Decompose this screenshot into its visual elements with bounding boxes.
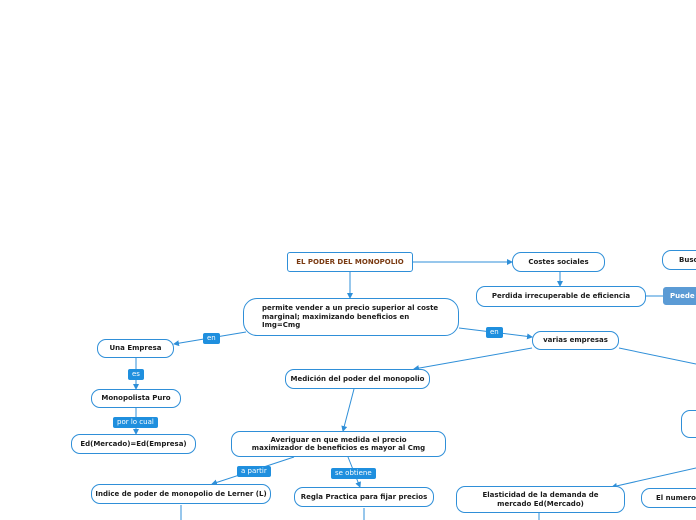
node-right-partial[interactable] (681, 410, 696, 438)
label-se-obtiene: se obtiene (331, 468, 376, 479)
node-costes-sociales[interactable]: Costes sociales (512, 252, 605, 272)
node-una-empresa[interactable]: Una Empresa (97, 339, 174, 358)
label-por-lo-cual: por lo cual (113, 417, 158, 428)
label-es: es (128, 369, 144, 380)
node-medicion[interactable]: Medición del poder del monopolio (285, 369, 430, 389)
node-lerner[interactable]: Indice de poder de monopolio de Lerner (… (91, 484, 271, 504)
edge-varias-right (618, 347, 696, 365)
label-en-right: en (486, 327, 503, 338)
node-regla[interactable]: Regla Practica para fijar precios (294, 487, 434, 507)
node-monopolista-puro[interactable]: Monopolista Puro (91, 389, 181, 408)
node-numero[interactable]: El numero de (641, 488, 696, 508)
node-elasticidad[interactable]: Elasticidad de la demanda de mercado Ed(… (456, 486, 625, 513)
node-permite[interactable]: permite vender a un precio superior al c… (243, 298, 459, 336)
node-root[interactable]: EL PODER DEL MONOPOLIO (287, 252, 413, 272)
node-busc[interactable]: Busc (662, 250, 696, 270)
edge-varias-medicion (413, 347, 533, 372)
label-en-left: en (203, 333, 220, 344)
node-ed-mercado[interactable]: Ed(Mercado)=Ed(Empresa) (71, 434, 196, 454)
edge-medicion-averiguar (341, 388, 355, 432)
node-varias-empresas[interactable]: varias empresas (532, 331, 619, 350)
node-averiguar[interactable]: Averiguar en que medida el precio maximi… (231, 431, 446, 457)
edge-right-elasticidad (611, 467, 696, 489)
node-perdida[interactable]: Perdida irrecuperable de eficiencia (476, 286, 646, 307)
label-a-partir: a partir (237, 466, 271, 477)
node-puede[interactable]: Puede (663, 287, 696, 305)
